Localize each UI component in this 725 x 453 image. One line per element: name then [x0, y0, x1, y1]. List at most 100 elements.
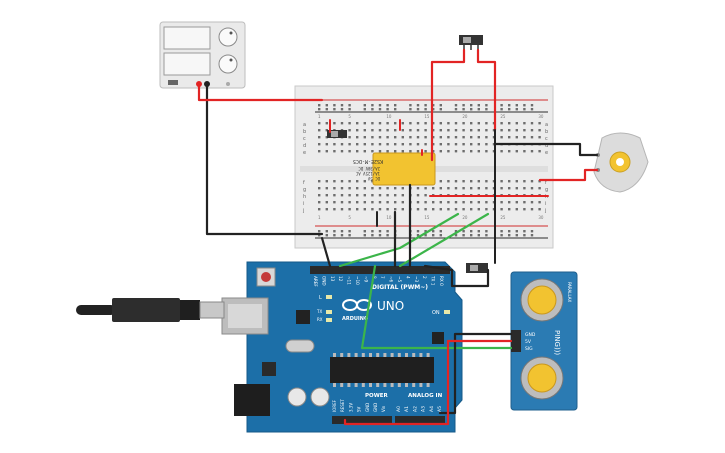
breadboard-hole — [363, 234, 366, 237]
breadboard-hole — [500, 108, 503, 111]
breadboard-hole — [386, 150, 389, 153]
breadboard-hole — [363, 122, 366, 125]
breadboard-hole — [363, 187, 366, 190]
top-pin-label: TX 1 — [431, 275, 436, 286]
breadboard-hole — [515, 208, 518, 211]
row-letter: a — [303, 122, 306, 128]
breadboard-hole — [500, 150, 503, 153]
breadboard-hole — [432, 136, 435, 139]
relay-label-3: 1A/125V AC — [355, 171, 380, 176]
breadboard-hole — [477, 187, 480, 190]
breadboard-hole — [485, 108, 488, 111]
breadboard-hole — [348, 201, 351, 204]
breadboard-hole — [523, 122, 526, 125]
wire-red-switch-right — [476, 48, 497, 132]
breadboard-hole — [325, 187, 328, 190]
breadboard-hole — [318, 234, 321, 237]
wire-red-supply — [197, 82, 324, 102]
breadboard-hole — [363, 201, 366, 204]
breadboard-hole — [378, 150, 382, 153]
sensor-pin-sig: SIG — [525, 346, 533, 352]
breadboard-hole — [447, 136, 450, 139]
breadboard-hole — [416, 108, 420, 111]
breadboard-hole — [515, 136, 518, 139]
breadboard-hole — [530, 122, 534, 125]
breadboard-hole — [462, 234, 465, 237]
breadboard-hole — [500, 122, 503, 125]
chip-leg — [419, 353, 423, 357]
breadboard-hole — [378, 122, 382, 125]
breadboard-hole — [333, 122, 336, 125]
breadboard-hole — [477, 230, 480, 233]
breadboard-hole — [318, 104, 321, 107]
breadboard-hole — [356, 187, 359, 190]
wire-green-2 — [398, 212, 490, 268]
breadboard-hole — [386, 143, 389, 146]
breadboard-hole — [394, 108, 397, 111]
breadboard-hole — [485, 230, 488, 233]
breadboard-hole — [432, 104, 435, 107]
breadboard-hole — [325, 201, 328, 204]
breadboard-hole — [508, 129, 511, 132]
column-number: 25 — [500, 114, 506, 119]
breadboard-hole — [386, 108, 389, 111]
breadboard-hole — [454, 104, 458, 107]
breadboard-hole — [371, 194, 374, 197]
row-letter: a — [545, 122, 548, 128]
breadboard-hole — [530, 180, 534, 183]
breadboard-hole — [386, 208, 389, 211]
breadboard-hole — [454, 150, 458, 153]
breadboard-hole — [386, 129, 389, 132]
breadboard-hole — [378, 230, 382, 233]
relay-label-4: DC 5V — [367, 176, 380, 181]
breadboard-hole — [348, 187, 351, 190]
breadboard-hole — [523, 208, 526, 211]
breadboard-hole — [439, 201, 442, 204]
breadboard-hole — [454, 234, 458, 237]
breadboard-hole — [470, 104, 473, 107]
breadboard-hole — [371, 122, 374, 125]
top-pin-label: 2 — [422, 276, 427, 279]
wire-green-3 — [360, 264, 513, 350]
breadboard-hole — [401, 129, 404, 132]
breadboard-hole — [500, 104, 503, 107]
breadboard-hole — [424, 201, 427, 204]
breadboard-hole — [515, 104, 518, 107]
wire-red-motor — [538, 168, 599, 182]
breadboard-hole — [318, 208, 321, 211]
breadboard-hole — [378, 234, 382, 237]
chip-leg — [397, 383, 401, 387]
breadboard-hole — [416, 143, 420, 146]
breadboard-hole — [363, 104, 366, 107]
breadboard-hole — [371, 230, 374, 233]
breadboard-hole — [470, 201, 473, 204]
column-number: 10 — [386, 215, 392, 220]
breadboard-hole — [401, 136, 404, 139]
breadboard-hole — [439, 208, 442, 211]
breadboard-hole — [477, 122, 480, 125]
breadboard-hole — [325, 234, 328, 237]
breadboard-hole — [386, 201, 389, 204]
breadboard-hole — [432, 230, 435, 233]
breadboard-hole — [500, 187, 503, 190]
breadboard-hole — [439, 136, 442, 139]
column-number: 20 — [462, 114, 468, 119]
breadboard-hole — [348, 230, 351, 233]
breadboard-hole — [333, 108, 336, 111]
sensor-pin-5v: 5V — [525, 339, 532, 345]
analog-pin-label: A5 — [437, 406, 443, 412]
column-number: 1 — [318, 114, 321, 119]
breadboard-hole — [356, 136, 359, 139]
wire-green-1 — [338, 212, 460, 268]
row-letter: g — [303, 187, 306, 193]
column-number: 15 — [424, 114, 430, 119]
breadboard-hole — [333, 234, 336, 237]
breadboard-hole — [318, 122, 321, 125]
breadboard-hole — [340, 208, 344, 211]
breadboard-hole — [454, 108, 458, 111]
breadboard-hole — [394, 136, 397, 139]
top-pin-label: 4 — [405, 276, 410, 279]
breadboard-hole — [523, 150, 526, 153]
column-number: 30 — [538, 215, 544, 220]
